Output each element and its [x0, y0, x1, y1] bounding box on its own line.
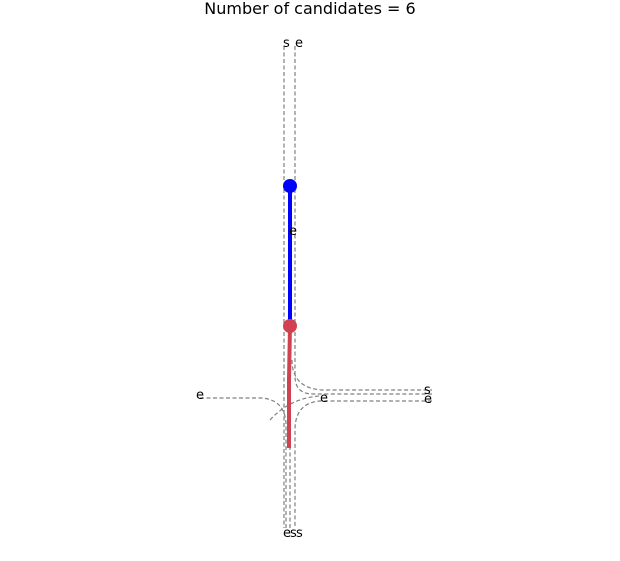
label-right-e: e [424, 392, 432, 407]
blue-start-marker [283, 179, 297, 193]
label-bottom-e: e [283, 526, 291, 541]
lane-north-right [294, 46, 432, 395]
lane-cross-connector [269, 395, 321, 421]
label-top-e: e [295, 36, 303, 51]
figure-title: Number of candidates = 6 [204, 0, 415, 18]
label-mid-e: e [289, 224, 297, 239]
label-center-e: e [320, 391, 328, 406]
label-bottom-s1: s [290, 526, 297, 541]
lane-network [200, 46, 432, 528]
label-top-s: s [283, 36, 290, 51]
lane-right-turn [291, 359, 432, 391]
label-right-s: s [424, 383, 431, 398]
label-left-e: e [196, 388, 204, 403]
red-start-marker [283, 319, 297, 333]
lane-east-lower [294, 400, 432, 528]
lane-west [200, 397, 287, 528]
red-candidate-path [287, 325, 292, 448]
label-bottom-s2: s [296, 526, 303, 541]
